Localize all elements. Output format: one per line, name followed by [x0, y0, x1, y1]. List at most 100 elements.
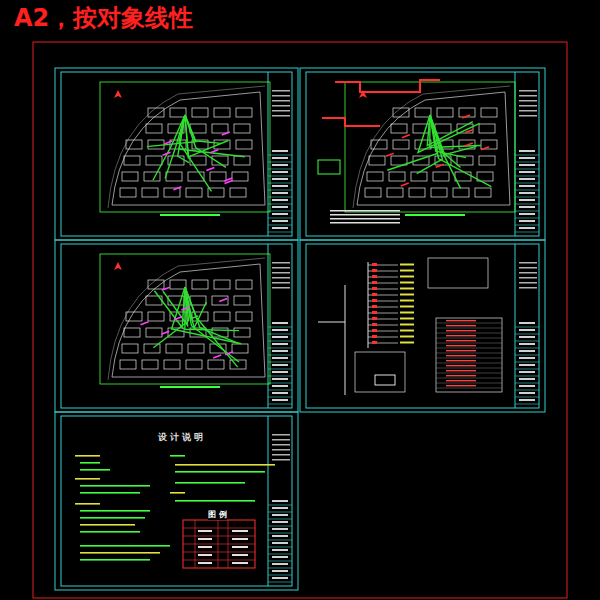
title-block-row [268, 155, 292, 156]
title-block-row [268, 348, 292, 349]
title-block-text [272, 577, 288, 579]
design-notes [75, 455, 275, 568]
title-block-row [515, 390, 539, 391]
title-block-row [515, 183, 539, 184]
title-block-row [268, 547, 292, 548]
title-block-text [519, 272, 537, 274]
title-block-text [272, 95, 290, 97]
title-block-text [272, 535, 288, 537]
title-block-text [272, 343, 288, 345]
title-block-text [272, 507, 288, 509]
title-block-text [272, 227, 288, 229]
title-block-text [519, 364, 535, 366]
sheet-frame [61, 72, 292, 236]
title-block-text [272, 100, 290, 102]
title-block-row [515, 176, 539, 177]
title-block-row [515, 355, 539, 356]
title-block-row [515, 155, 539, 156]
title-block-text [272, 542, 288, 544]
title-block-text [519, 277, 537, 279]
title-block-row [515, 348, 539, 349]
title-block-text [272, 336, 288, 338]
title-block-row [268, 197, 292, 198]
title-block-row [268, 355, 292, 356]
title-block [268, 244, 269, 408]
note-line [330, 218, 400, 220]
title-block-text [519, 357, 535, 359]
title-block-text [272, 570, 288, 572]
site-plan [100, 82, 270, 216]
title-block-text [272, 277, 290, 279]
title-block-row [515, 397, 539, 398]
title-block-text [519, 178, 535, 180]
title-block-row [515, 204, 539, 205]
title-block-text [272, 171, 288, 173]
title-block-row [268, 327, 292, 328]
title-block-text [272, 329, 288, 331]
title-block-row [268, 512, 292, 513]
title-block-text [519, 287, 537, 289]
title-block-row [268, 519, 292, 520]
title-block-text [272, 514, 288, 516]
title-block-text [272, 282, 290, 284]
title-block-row [268, 176, 292, 177]
title-block-text [272, 213, 288, 215]
title-block-row [515, 404, 539, 405]
title-block-row [268, 376, 292, 377]
title-block-text [519, 392, 535, 394]
title-block-text [519, 110, 537, 112]
title-block-text [519, 115, 537, 117]
title-block-row [515, 218, 539, 219]
pipe-detail [322, 118, 380, 126]
title-block-row [515, 190, 539, 191]
title-block-text [272, 287, 290, 289]
title-block-text [272, 272, 290, 274]
title-block-text [519, 220, 535, 222]
title-block-text [272, 434, 290, 436]
sheet-frame [61, 416, 292, 586]
title-block-row [268, 533, 292, 534]
title-block-text [272, 178, 288, 180]
title-block-text [519, 262, 537, 264]
title-block-row [268, 575, 292, 576]
sheet-frame [61, 244, 292, 408]
title-block-text [519, 100, 537, 102]
title-block-text [519, 171, 535, 173]
title-block-text [272, 521, 288, 523]
sheet-border [300, 240, 545, 412]
title-block-text [272, 150, 288, 152]
title-block-row [268, 162, 292, 163]
title-block-row [268, 404, 292, 405]
title-block-text [519, 157, 535, 159]
title-block-row [268, 505, 292, 506]
title-block-text [272, 192, 288, 194]
sheet-border [55, 412, 298, 590]
title-block [268, 72, 269, 236]
title-block-text [272, 185, 288, 187]
title-block-row [268, 568, 292, 569]
title-block-text [519, 213, 535, 215]
title-block-text [519, 385, 535, 387]
title-block-row [515, 327, 539, 328]
detail-box [318, 160, 340, 174]
title-block-text [272, 115, 290, 117]
site-plan [345, 82, 515, 216]
title-block-row [268, 582, 292, 583]
title-block-row [515, 334, 539, 335]
outer-frame [33, 42, 567, 598]
title-block-row [268, 341, 292, 342]
title-block-row [268, 190, 292, 191]
title-block-text [272, 392, 288, 394]
title-block-text [272, 563, 288, 565]
title-block-text [272, 157, 288, 159]
title-block [268, 416, 269, 586]
drawing-title: A2，按对象线性 [14, 2, 193, 34]
title-block-row [268, 383, 292, 384]
title-block-text [272, 449, 290, 451]
title-block-text [519, 371, 535, 373]
sheet-label: 图 例 [208, 509, 227, 520]
title-block-text [272, 199, 288, 201]
title-block-text [272, 206, 288, 208]
title-block-row [515, 225, 539, 226]
title-block-text [272, 528, 288, 530]
